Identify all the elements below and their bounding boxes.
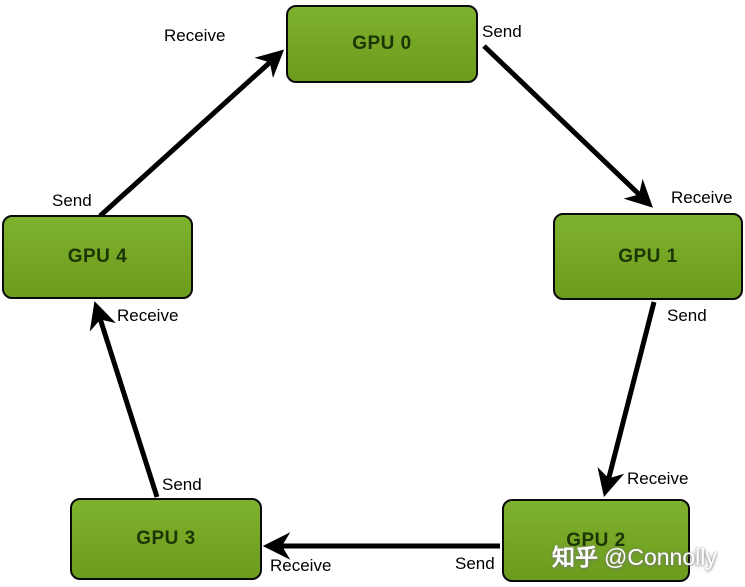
edge-label-receive-gpu4: Receive <box>117 306 179 325</box>
watermark: 知乎@Connolly <box>552 538 717 572</box>
edge-label-receive-gpu1: Receive <box>671 188 733 207</box>
arrow-gpu1-to-gpu2 <box>597 301 657 497</box>
gpu-node-4-label: GPU 4 <box>67 246 128 267</box>
gpu-node-1: GPU 1 <box>553 213 743 300</box>
gpu-node-3-label: GPU 3 <box>136 528 196 549</box>
edge-label-send-gpu2: Send <box>455 554 495 573</box>
gpu-node-2-label: GPU 2 <box>566 529 626 551</box>
edge-label-receive-gpu0: Receive <box>164 26 226 45</box>
gpu-node-4: GPU 4 <box>2 215 193 299</box>
edge-label-receive-gpu2: Receive <box>627 469 689 488</box>
edge-label-send-gpu1: Send <box>667 306 707 325</box>
edge-label-receive-gpu3: Receive <box>270 556 332 575</box>
arrow-gpu4-to-gpu0 <box>98 49 285 218</box>
gpu-node-0-label: GPU 0 <box>352 33 412 54</box>
arrow-gpu0-to-gpu1 <box>482 44 653 208</box>
edge-label-send-gpu0: Send <box>482 22 522 41</box>
edge-label-send-gpu3: Send <box>162 475 202 494</box>
gpu-node-1-label: GPU 1 <box>618 245 678 267</box>
watermark-handle: @Connolly <box>604 544 717 570</box>
watermark-brand: 知乎 <box>552 544 598 570</box>
gpu-node-0: GPU 0 <box>286 5 478 83</box>
gpu-node-3: GPU 3 <box>70 498 262 580</box>
gpu-node-2: GPU 2 <box>502 499 690 582</box>
edge-label-send-gpu4: Send <box>52 191 92 210</box>
arrow-gpu3-to-gpu4 <box>89 301 160 498</box>
